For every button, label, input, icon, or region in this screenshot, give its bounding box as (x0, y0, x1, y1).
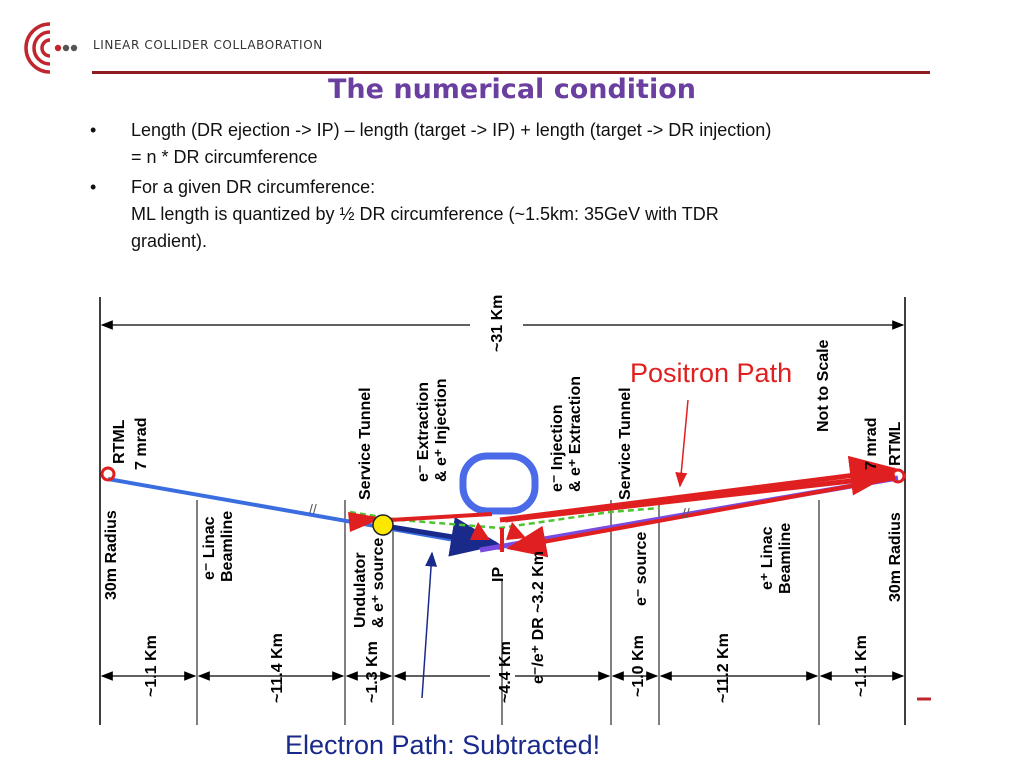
damping-ring (459, 452, 539, 515)
positron-arrowhead (470, 522, 490, 540)
bullet-2-line-3: gradient). (131, 231, 208, 251)
segment-label: ~1.3 Km (364, 641, 381, 703)
e-injection-right-label: e⁻ Injection (549, 404, 566, 492)
bullet-text-1: Length (DR ejection -> IP) – length (tar… (131, 117, 951, 171)
e-linac-label: e⁻ Linac (201, 516, 218, 580)
radius-right-label: 30m Radius (887, 512, 904, 602)
e-linac-beamline-label: Beamline (219, 511, 236, 582)
rtml-left-circle (100, 466, 116, 482)
ip-label: IP (490, 567, 507, 582)
bullet-2-line-1: For a given DR circumference: (131, 177, 376, 197)
e-extraction-label: e⁻ Extraction (415, 382, 432, 482)
segment-label: ~4.4 Km (497, 641, 514, 703)
mrad-right-label: 7 mrad (863, 418, 880, 470)
electron-path-pointer (421, 551, 438, 699)
header-divider (92, 71, 930, 74)
lcc-logo-icon (24, 22, 78, 74)
rtml-right-circle (890, 468, 906, 484)
total-length-label: ~31 Km (489, 295, 506, 352)
positron-path-line (506, 476, 896, 558)
radius-left-label: 30m Radius (103, 510, 120, 600)
mrad-left-label: 7 mrad (133, 418, 150, 470)
e-minus-source-label: e⁻ source (633, 532, 650, 606)
positron-path-pointer (675, 399, 689, 488)
bullet-1-line-2: = n * DR circumference (131, 147, 318, 167)
electron-path-label: Electron Path: Subtracted! (285, 730, 600, 760)
positron-arrowhead (506, 522, 526, 540)
org-name: LINEAR COLLIDER COLLABORATION (93, 38, 323, 52)
segment-label: ~1.1 Km (143, 635, 160, 697)
bullet-marker: • (90, 120, 97, 140)
electron-path-dark (384, 517, 501, 557)
service-tunnel-left-label: Service Tunnel (357, 387, 374, 500)
bullet-marker: • (90, 177, 97, 197)
segment-label: ~11.2 Km (715, 633, 732, 703)
undulator-label: Undulator (352, 552, 369, 628)
p-linac-label: e⁺ Linac (759, 526, 776, 590)
service-tunnel-right-label: Service Tunnel (617, 387, 634, 500)
slide-title: The numerical condition (328, 74, 696, 105)
rtml-left-label: RTML (111, 419, 128, 464)
positron-path-label: Positron Path (630, 358, 792, 388)
segment-label: ~1.0 Km (630, 635, 647, 697)
electron-beamline (107, 477, 501, 550)
e-extraction-right-label: & e⁺ Extraction (567, 376, 584, 492)
positron-arrowhead (348, 512, 383, 532)
undulator-marker (372, 514, 394, 536)
bullet-1-line-1: Length (DR ejection -> IP) – length (tar… (131, 120, 772, 140)
break-mark: // (309, 501, 317, 517)
bullet-2-line-2: ML length is quantized by ½ DR circumfer… (131, 204, 719, 224)
e-source-label: & e⁺ source (370, 538, 387, 628)
rtml-right-label: RTML (887, 421, 904, 466)
positron-path-line (499, 455, 900, 523)
bullet-text-2: For a given DR circumference: ML length … (131, 174, 951, 255)
segment-label: ~1.1 Km (853, 635, 870, 697)
e-injection-label: & e⁺ Injection (433, 378, 450, 482)
segment-label: ~11.4 Km (269, 633, 286, 703)
positron-path-line (389, 512, 493, 522)
p-linac-beamline-label: Beamline (777, 523, 794, 594)
break-mark: // (682, 505, 690, 521)
dr-label: e⁻/e⁺ DR ~3.2 Km (530, 551, 547, 684)
not-to-scale-label: Not to Scale (815, 339, 832, 432)
